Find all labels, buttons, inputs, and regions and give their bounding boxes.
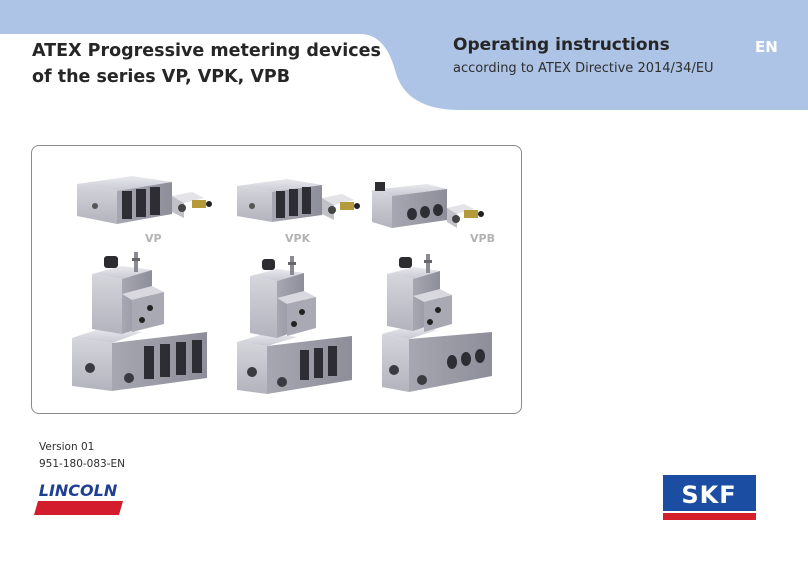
label-vpk: VPK [285,232,311,245]
lincoln-logo-text: LINCOLN [39,481,118,500]
title-line-1: ATEX Progressive metering devices [32,41,381,61]
title-line-2: of the series VP, VPK, VPB [32,67,291,87]
skf-logo-text: SKF [681,481,736,509]
lincoln-logo: LINCOLN [34,481,123,515]
document-title: ATEX Progressive metering devices of the… [32,38,412,90]
header-band [0,0,808,110]
vp-device-small [77,176,212,224]
operating-instructions-title: Operating instructions [453,35,670,55]
version-label: Version 01 [39,441,95,453]
directive-subtitle: according to ATEX Directive 2014/34/EU [453,61,714,76]
vpb-device-small [372,182,484,228]
product-illustration [72,176,492,394]
vpk-device-small [237,179,360,222]
product-figure: VP VPK VPB [31,145,522,414]
skf-logo: SKF [663,475,756,520]
label-vp: VP [145,232,162,245]
language-code: EN [755,38,778,56]
vp-device-large [72,252,207,391]
vpb-device-large [382,254,492,392]
vpk-device-large [237,256,352,394]
label-vpb: VPB [470,232,495,245]
document-number: 951-180-083-EN [39,458,125,470]
